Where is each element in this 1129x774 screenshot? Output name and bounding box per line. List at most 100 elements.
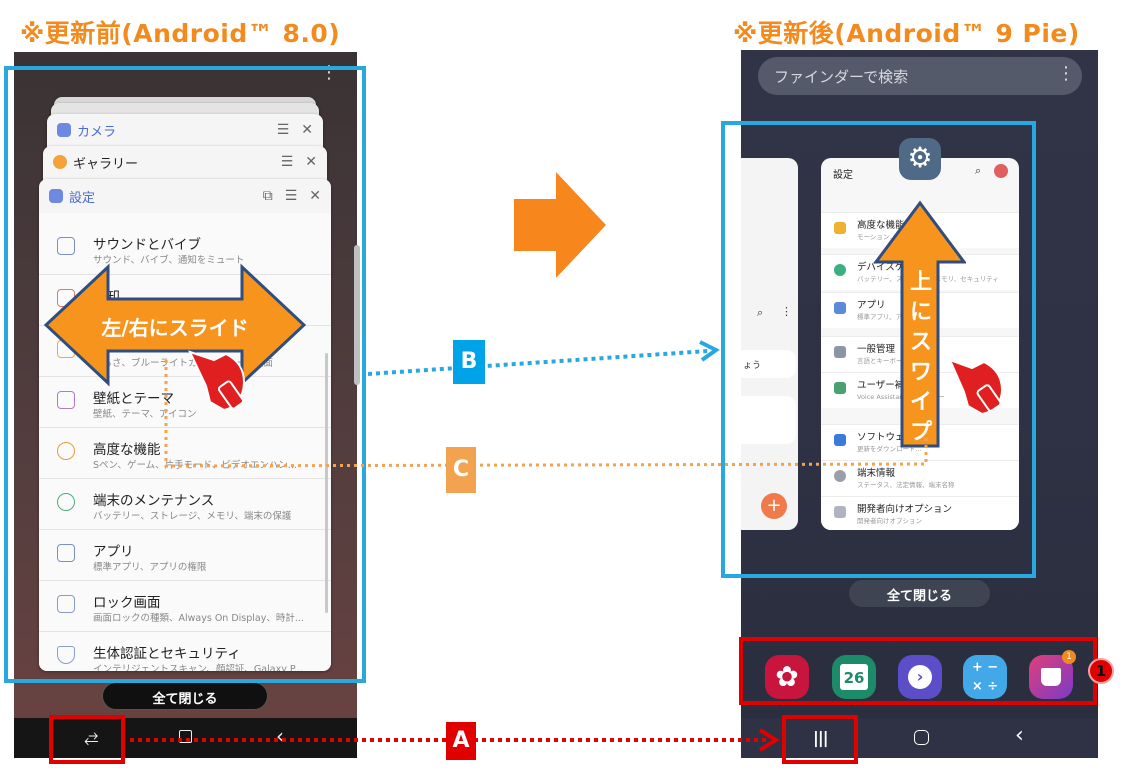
item-subtitle: 壁紙、テーマ、アイコン <box>93 409 197 420</box>
overflow-icon: ⋮ <box>781 305 792 318</box>
split-screen-icon[interactable]: ☰ <box>276 122 290 138</box>
split-screen-icon[interactable]: ☰ <box>284 188 298 204</box>
item-subtitle: バッテリー、ストレージ、メモリ、端末の保護 <box>93 511 292 522</box>
recents-key-frame-left <box>49 715 125 764</box>
connector-a-head <box>758 728 780 752</box>
connector-b <box>367 349 709 376</box>
settings-item-maintenance[interactable]: 端末のメンテナンス バッテリー、ストレージ、メモリ、端末の保護 <box>39 478 331 529</box>
calendar-day: 26 <box>840 664 868 690</box>
item-title: アプリ <box>93 544 134 560</box>
settings-item[interactable]: 端末情報 ステータス、法定情報、端末名称 <box>821 460 1019 496</box>
samsung-internet-icon[interactable]: › <box>898 655 942 699</box>
item-title: ユーザー補助 <box>857 380 914 391</box>
item-title: 端末のメンテナンス <box>93 493 215 509</box>
home-nav-icon[interactable] <box>914 730 929 745</box>
label-a: A <box>446 722 476 760</box>
item-title: ロック画面 <box>93 595 161 611</box>
calculator-icon[interactable]: + −× ÷ <box>963 655 1007 699</box>
left-right-arrow-icon <box>44 263 306 387</box>
settings-gear-icon[interactable]: ⚙ <box>899 138 941 180</box>
after-update-heading: ※更新後(Android™ 9 Pie) <box>733 19 1080 48</box>
label-c: C <box>446 447 476 493</box>
recents-nav-icon[interactable]: ||| <box>813 728 829 747</box>
settings-item[interactable]: 開発者向けオプション 開発者向けオプション <box>821 496 1019 530</box>
item-title: サウンドとバイブ <box>93 237 201 253</box>
software-update-icon <box>834 434 846 446</box>
item-subtitle: 言語とキーボード... <box>857 357 916 365</box>
finder-search-bar[interactable]: ファインダーで検索 <box>758 57 1082 95</box>
info-icon <box>834 470 846 482</box>
recents-nav-icon[interactable]: ⥄ <box>84 726 99 747</box>
up-arrow-icon <box>874 200 966 448</box>
split-screen-icon[interactable]: ☰ <box>280 154 294 170</box>
camera-icon <box>57 123 71 137</box>
avatar <box>994 164 1008 178</box>
internet-glyph: › <box>908 665 932 689</box>
settings-item-wallpaper[interactable]: 壁紙とテーマ 壁紙、テーマ、アイコン <box>39 376 331 427</box>
edge-handle[interactable] <box>354 245 360 385</box>
callout-number-badge: 1 <box>1088 658 1114 684</box>
overflow-menu-icon[interactable]: ⋮ <box>1057 63 1075 84</box>
item-subtitle: ステータス、法定情報、端末名称 <box>857 481 955 489</box>
close-icon[interactable]: ✕ <box>301 122 313 138</box>
close-icon[interactable]: ✕ <box>309 188 321 204</box>
item-subtitle: 更新をダウンロード... <box>857 445 922 453</box>
settings-item-biometrics[interactable]: 生体認証とセキュリティ インテリジェントスキャン、顔認証、Galaxy P... <box>39 631 331 671</box>
bag-glyph <box>1041 668 1061 686</box>
settings-item-sound[interactable]: サウンドとバイブ サウンド、バイブ、通知をミュート <box>39 223 331 274</box>
side-card-text: ょう <box>741 350 796 378</box>
lock-icon <box>57 595 75 613</box>
item-title: ソフトウェア更新 <box>857 432 934 443</box>
home-nav-icon[interactable] <box>179 730 192 743</box>
close-all-button-right[interactable]: 全て閉じる <box>849 580 990 607</box>
card-title: 設定 <box>69 190 96 206</box>
pointing-hand-icon <box>188 350 246 412</box>
item-title: 高度な機能 <box>93 442 161 458</box>
previous-app-card[interactable]: ⌕ ⋮ ょう + <box>741 158 798 530</box>
back-nav-icon[interactable]: ‹ <box>276 724 284 748</box>
item-subtitle: 標準アプリ、アプリの権限 <box>93 562 207 573</box>
back-nav-icon[interactable]: ‹ <box>1015 723 1024 748</box>
flower-app-icon[interactable]: ✿ <box>765 655 809 699</box>
item-title: 端末情報 <box>857 468 896 479</box>
pop-up-view-icon[interactable]: ⧉ <box>262 188 273 204</box>
gallery-icon <box>53 155 67 169</box>
settings-icon <box>49 189 63 203</box>
add-fab-icon[interactable]: + <box>761 493 787 519</box>
item-subtitle: サウンド、バイブ、通知をミュート <box>93 255 245 266</box>
developer-braces-icon <box>834 506 846 518</box>
connector-b-head <box>699 340 720 362</box>
recents-key-frame-right <box>782 715 858 764</box>
speaker-icon <box>57 237 75 255</box>
item-title: 高度な機能 <box>857 220 905 231</box>
scrollbar[interactable] <box>325 353 328 613</box>
item-subtitle: 画面ロックの種類、Always On Display、時計... <box>93 613 304 624</box>
close-all-button-left[interactable]: 全て閉じる <box>102 682 268 710</box>
item-title: デバイスケア <box>857 262 914 273</box>
item-subtitle: インテリジェントスキャン、顔認証、Galaxy P... <box>93 664 304 671</box>
right-nav-bar: ||| ‹ <box>741 718 1098 758</box>
item-title: 開発者向けオプション <box>857 504 953 515</box>
card-title: 設定 <box>833 170 853 181</box>
side-card-block <box>741 396 796 444</box>
item-title: 壁紙とテーマ <box>93 391 174 407</box>
swipe-instruction-label: 上にスワイプ <box>909 270 932 445</box>
gear-plus-icon <box>57 442 75 460</box>
settings-item-apps[interactable]: アプリ 標準アプリ、アプリの権限 <box>39 529 331 580</box>
search-placeholder: ファインダーで検索 <box>774 68 909 86</box>
calendar-icon[interactable]: 26 <box>832 655 876 699</box>
connector-c <box>164 360 928 468</box>
transition-arrow-icon <box>514 172 606 278</box>
before-update-heading: ※更新前(Android™ 8.0) <box>20 19 341 48</box>
label-b: B <box>453 340 485 384</box>
settings-item-lock-screen[interactable]: ロック画面 画面ロックの種類、Always On Display、時計... <box>39 580 331 631</box>
gear-plus-icon <box>834 222 846 234</box>
accessibility-icon <box>834 382 846 394</box>
device-care-icon <box>57 493 75 511</box>
item-subtitle: 標準アプリ、アプリの権限 <box>857 313 935 321</box>
close-icon[interactable]: ✕ <box>305 154 317 170</box>
card-title: カメラ <box>77 124 117 140</box>
shield-icon <box>57 646 75 664</box>
recents-area-frame-right <box>721 121 1036 578</box>
